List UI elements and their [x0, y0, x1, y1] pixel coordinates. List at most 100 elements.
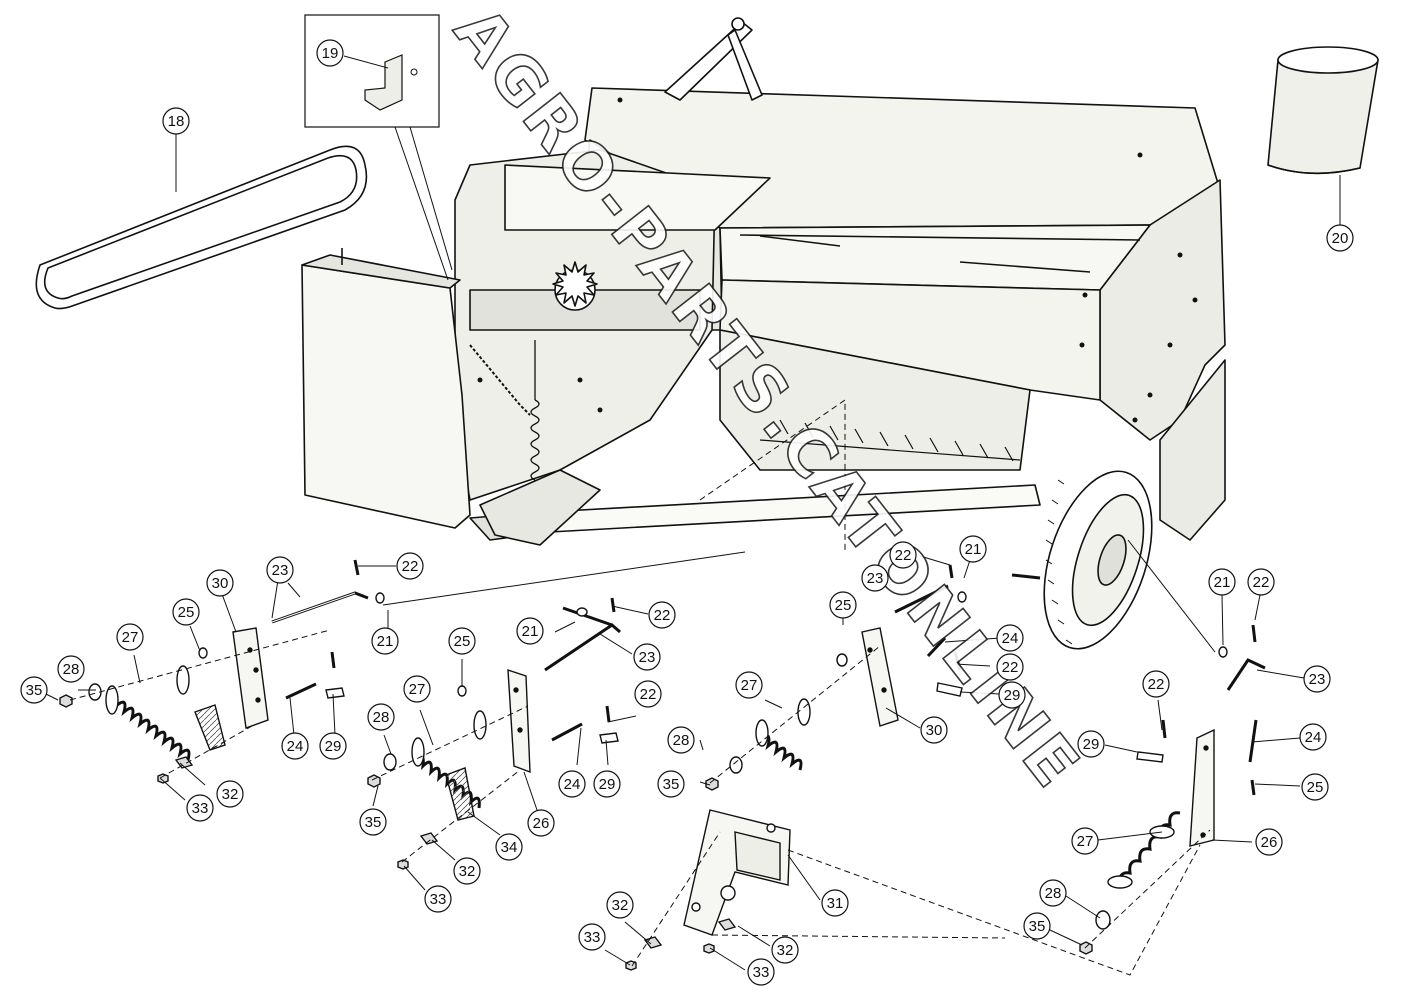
- callout-24d[interactable]: 24: [1299, 723, 1327, 751]
- svg-text:27: 27: [741, 677, 758, 694]
- callout-32a[interactable]: 32: [216, 780, 244, 808]
- callout-30a[interactable]: 30: [206, 569, 234, 597]
- plate-30-left: [232, 627, 269, 729]
- callout-28c[interactable]: 28: [667, 726, 695, 754]
- callout-22d[interactable]: 22: [889, 541, 917, 569]
- callout-33c[interactable]: 33: [578, 923, 606, 951]
- callout-32d[interactable]: 32: [771, 936, 799, 964]
- nut-35-left: [59, 694, 73, 708]
- callout-33b[interactable]: 33: [424, 885, 452, 913]
- callout-21a[interactable]: 21: [371, 627, 399, 655]
- svg-text:35: 35: [365, 814, 382, 831]
- callout-27b[interactable]: 27: [403, 675, 431, 703]
- svg-text:35: 35: [1029, 918, 1046, 935]
- washer-25-center: [457, 685, 467, 697]
- svg-text:32: 32: [222, 786, 239, 803]
- callout-29d[interactable]: 29: [1077, 730, 1105, 758]
- callout-33d[interactable]: 33: [747, 958, 775, 986]
- svg-text:23: 23: [272, 562, 289, 579]
- callout-30b[interactable]: 30: [920, 716, 948, 744]
- callout-22c[interactable]: 22: [634, 680, 662, 708]
- callout-27c[interactable]: 27: [735, 671, 763, 699]
- callout-22b[interactable]: 22: [648, 601, 676, 629]
- callout-32c[interactable]: 32: [606, 891, 634, 919]
- spring-27-right: [759, 734, 803, 771]
- washer-28-right: [729, 756, 743, 774]
- baler-machine: [301, 17, 1226, 650]
- callout-35a[interactable]: 35: [20, 676, 48, 704]
- svg-text:19: 19: [322, 45, 339, 62]
- callout-22a[interactable]: 22: [396, 552, 424, 580]
- svg-text:20: 20: [1332, 230, 1349, 247]
- callout-35c[interactable]: 35: [657, 770, 685, 798]
- callout-23b[interactable]: 23: [633, 643, 661, 671]
- callout-24c[interactable]: 24: [996, 624, 1024, 652]
- bolt-24-center: [551, 722, 583, 742]
- callout-32b[interactable]: 32: [453, 857, 481, 885]
- washer-21-right: [957, 591, 967, 603]
- svg-text:33: 33: [192, 800, 209, 817]
- svg-text:28: 28: [63, 661, 80, 678]
- pin-22-center2: [605, 705, 611, 723]
- callout-28b[interactable]: 28: [367, 703, 395, 731]
- callout-26b[interactable]: 26: [1255, 828, 1283, 856]
- svg-text:32: 32: [459, 863, 476, 880]
- nut-35-center: [367, 774, 381, 788]
- callout-34[interactable]: 34: [495, 833, 523, 861]
- callout-28d[interactable]: 28: [1039, 879, 1067, 907]
- callout-24a[interactable]: 24: [281, 732, 309, 760]
- callout-35d[interactable]: 35: [1023, 912, 1051, 940]
- svg-text:31: 31: [827, 895, 844, 912]
- callout-29c[interactable]: 29: [998, 681, 1026, 709]
- assembly-guide-lines: [69, 399, 1211, 976]
- svg-text:27: 27: [1077, 833, 1094, 850]
- washer-21-left: [375, 592, 385, 604]
- svg-text:30: 30: [212, 575, 229, 592]
- callout-29b[interactable]: 29: [593, 770, 621, 798]
- svg-text:25: 25: [178, 604, 195, 621]
- callout-28a[interactable]: 28: [57, 655, 85, 683]
- pin-22-right: [948, 564, 954, 579]
- callout-25d[interactable]: 25: [1301, 773, 1329, 801]
- svg-text:22: 22: [640, 686, 657, 703]
- callout-19[interactable]: 19: [316, 39, 344, 67]
- callout-24b[interactable]: 24: [558, 770, 586, 798]
- callout-25a[interactable]: 25: [172, 598, 200, 626]
- nut-33-bottom2: [703, 943, 715, 954]
- callout-27a[interactable]: 27: [116, 623, 144, 651]
- callout-23a[interactable]: 23: [266, 556, 294, 584]
- svg-text:24: 24: [287, 738, 304, 755]
- shield-34-left: [194, 704, 226, 751]
- wheel: [1043, 470, 1153, 650]
- rod-23-left: [271, 591, 369, 624]
- callout-25b[interactable]: 25: [448, 627, 476, 655]
- callout-23c[interactable]: 23: [861, 564, 889, 592]
- callout-22g[interactable]: 22: [1142, 670, 1170, 698]
- shield-34-center: [445, 767, 475, 821]
- callout-21b[interactable]: 21: [516, 617, 544, 645]
- callout-26a[interactable]: 26: [527, 809, 555, 837]
- callout-23d[interactable]: 23: [1303, 665, 1331, 693]
- callout-20[interactable]: 20: [1326, 224, 1354, 252]
- callout-29a[interactable]: 29: [319, 732, 347, 760]
- svg-text:24: 24: [1002, 630, 1019, 647]
- callout-22f[interactable]: 22: [1247, 568, 1275, 596]
- svg-text:22: 22: [654, 607, 671, 624]
- callout-35b[interactable]: 35: [359, 808, 387, 836]
- callout-21c[interactable]: 21: [959, 535, 987, 563]
- sleeve-29-right: [936, 682, 963, 697]
- callout-18[interactable]: 18: [162, 107, 190, 135]
- callout-21d[interactable]: 21: [1208, 568, 1236, 596]
- svg-text:24: 24: [1305, 729, 1322, 746]
- callout-33a[interactable]: 33: [186, 794, 214, 822]
- callout-31[interactable]: 31: [821, 889, 849, 917]
- callout-27d[interactable]: 27: [1071, 827, 1099, 855]
- bolt-24-far-right: [1248, 719, 1258, 763]
- svg-text:25: 25: [454, 633, 471, 650]
- plate-32-bottom2: [717, 918, 737, 931]
- spring-27-far-right: [1118, 811, 1181, 886]
- callout-25c[interactable]: 25: [829, 591, 857, 619]
- svg-text:21: 21: [965, 541, 982, 558]
- svg-text:22: 22: [1253, 574, 1270, 591]
- callout-22e[interactable]: 22: [996, 653, 1024, 681]
